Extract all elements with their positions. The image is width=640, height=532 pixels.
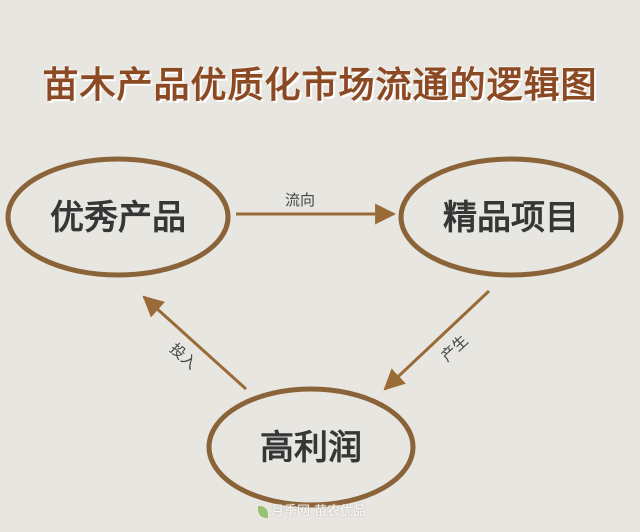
node-excellent-product: 优秀产品 — [5, 156, 231, 278]
node-label-premium-project: 精品项目 — [443, 198, 579, 238]
watermark-text: 月季网 苗农优品 — [271, 504, 367, 519]
node-high-profit: 高利润 — [206, 386, 416, 508]
node-label-high-profit: 高利润 — [260, 428, 362, 468]
edge-arrow-invest — [142, 295, 248, 391]
node-ellipse — [5, 156, 231, 278]
node-premium-project: 精品项目 — [398, 156, 624, 278]
watermark: 月季网 苗农优品 — [258, 500, 366, 519]
diagram-title: 苗木产品优质化市场流通的逻辑图 — [42, 65, 598, 106]
node-label-excellent-product: 优秀产品 — [50, 198, 186, 238]
edge-arrow-produce — [383, 289, 491, 391]
leaf-logo-icon — [258, 505, 268, 518]
edge-label-flow: 流向 — [285, 191, 315, 209]
node-ellipse — [206, 386, 416, 508]
node-ellipse — [398, 156, 624, 278]
